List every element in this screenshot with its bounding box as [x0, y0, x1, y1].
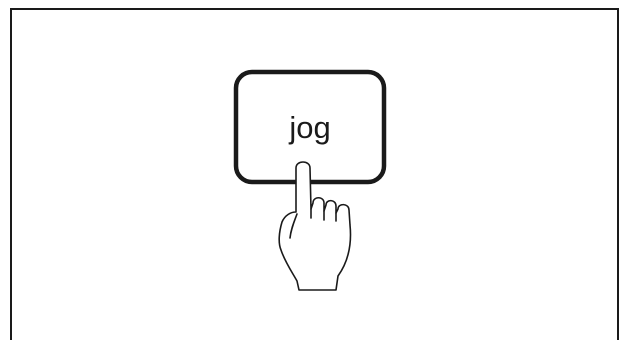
jog-key-label: jog — [237, 108, 383, 148]
